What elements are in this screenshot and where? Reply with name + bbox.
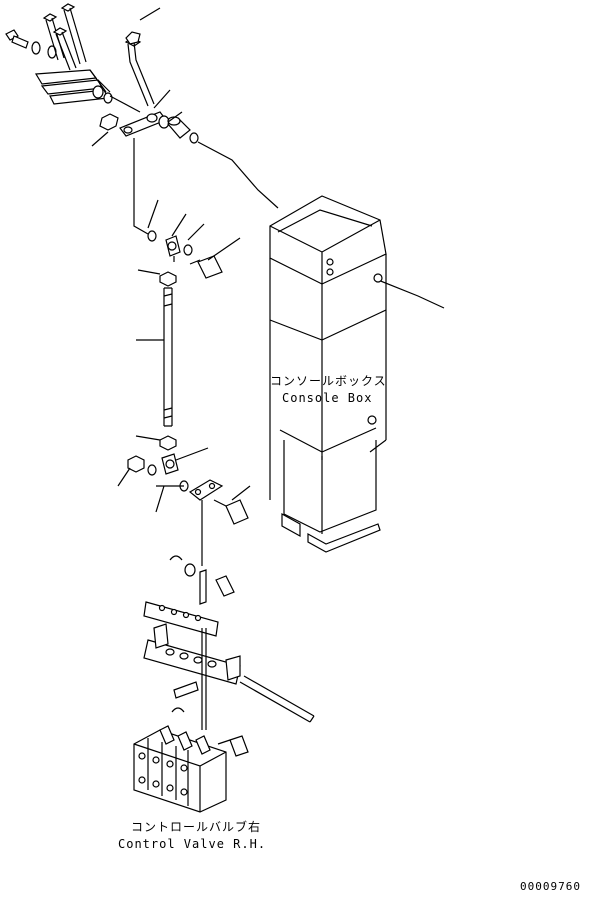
link-rod-bottom bbox=[201, 628, 207, 730]
clevis-b bbox=[161, 453, 179, 475]
cable-to-console-side bbox=[377, 279, 445, 309]
leader-lines bbox=[91, 89, 251, 513]
washer-e bbox=[184, 563, 196, 577]
lever-bushing bbox=[167, 116, 191, 139]
washer-right bbox=[92, 85, 104, 99]
pin-a bbox=[199, 569, 207, 605]
lever-arm bbox=[119, 7, 167, 137]
clip-a bbox=[169, 555, 183, 561]
washer-c bbox=[147, 464, 157, 476]
link-rod-upper bbox=[133, 138, 149, 235]
console-box-label-jp: コンソールボックス bbox=[270, 374, 387, 388]
bolt-b bbox=[213, 499, 249, 525]
bolt-left bbox=[5, 29, 29, 49]
washer-a bbox=[147, 230, 157, 242]
knob bbox=[125, 31, 141, 45]
cable-upper bbox=[197, 141, 279, 209]
bracket-pins bbox=[42, 3, 87, 71]
control-valve-label-jp: コントロールバルブ右 bbox=[131, 820, 262, 834]
nut-c bbox=[127, 455, 145, 473]
rod-horizontal bbox=[239, 675, 315, 723]
washer-b bbox=[183, 244, 193, 256]
bolt-c bbox=[215, 575, 235, 597]
bracket-bars bbox=[34, 69, 111, 105]
lower-bracket bbox=[143, 623, 241, 685]
drawing-number: 00009760 bbox=[520, 880, 581, 893]
washer-left-1 bbox=[31, 41, 41, 55]
console-box-label-en: Console Box bbox=[282, 391, 373, 405]
threaded-rod bbox=[163, 287, 173, 427]
bolt-a bbox=[189, 255, 223, 279]
lever-nut bbox=[99, 113, 119, 131]
control-valve bbox=[133, 725, 227, 813]
mounting-plate bbox=[143, 601, 219, 637]
clip-b bbox=[171, 707, 185, 713]
lever-plate bbox=[188, 479, 224, 501]
lever-bracket-assembly bbox=[5, 3, 141, 113]
console-box bbox=[269, 195, 387, 553]
lever-washer bbox=[158, 115, 170, 129]
nut-a bbox=[159, 271, 177, 287]
washer-right-2 bbox=[103, 92, 113, 104]
nut-b bbox=[159, 435, 177, 451]
control-valve-label-en: Control Valve R.H. bbox=[118, 837, 267, 851]
bolt-d bbox=[173, 681, 199, 699]
clevis-a bbox=[165, 235, 181, 262]
bolt-e bbox=[217, 735, 249, 757]
lever-end-washer bbox=[189, 132, 199, 144]
